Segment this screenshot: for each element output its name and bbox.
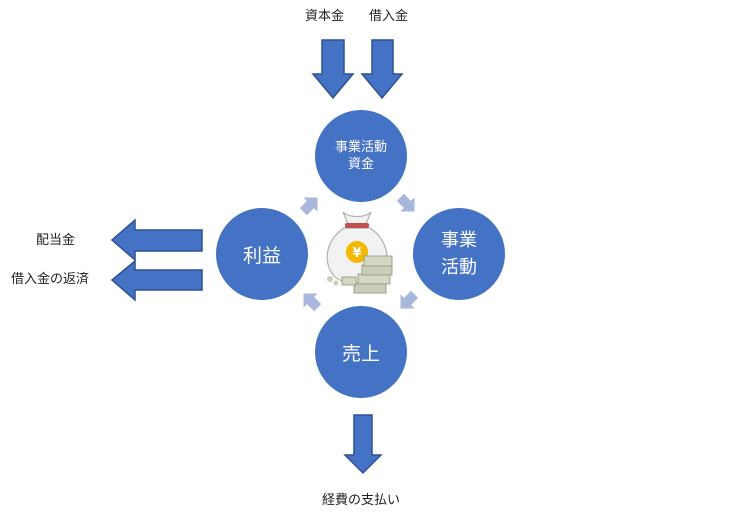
node-business-activity-line1: 事業 bbox=[441, 230, 477, 251]
bills-stack-icon bbox=[327, 255, 393, 294]
node-sales-label: 売上 bbox=[341, 342, 380, 365]
node-business-funds-line1: 事業活動 bbox=[334, 140, 387, 155]
node-sales: 売上 bbox=[315, 306, 407, 398]
output-arrow-dividends bbox=[110, 218, 203, 262]
cycle-arrow-funds-to-business bbox=[396, 193, 415, 212]
input-arrow-borrowing bbox=[360, 39, 404, 100]
label-borrowing: 借入金 bbox=[369, 9, 409, 24]
yen-symbol: ¥ bbox=[352, 246, 361, 261]
node-business-activity-line2: 活動 bbox=[441, 257, 477, 278]
cycle-arrow-business-to-sales bbox=[400, 290, 419, 309]
label-repayment: 借入金の返済 bbox=[11, 272, 90, 287]
node-business-funds: 事業活動 資金 bbox=[315, 110, 407, 202]
node-profit: 利益 bbox=[216, 208, 308, 300]
output-arrow-expenses bbox=[343, 414, 383, 475]
label-capital: 資本金 bbox=[305, 9, 345, 24]
cycle-arrow-profit-to-funds bbox=[299, 197, 318, 216]
input-arrow-capital bbox=[311, 39, 355, 100]
node-business-funds-line2: 資金 bbox=[347, 157, 374, 172]
cycle-arrow-sales-to-profit bbox=[303, 293, 322, 312]
node-profit-label: 利益 bbox=[242, 244, 281, 267]
output-arrow-repayment bbox=[110, 259, 203, 302]
node-business-activity: 事業 活動 bbox=[413, 208, 505, 300]
label-expenses: 経費の支払い bbox=[322, 493, 401, 508]
label-dividends: 配当金 bbox=[36, 233, 76, 248]
